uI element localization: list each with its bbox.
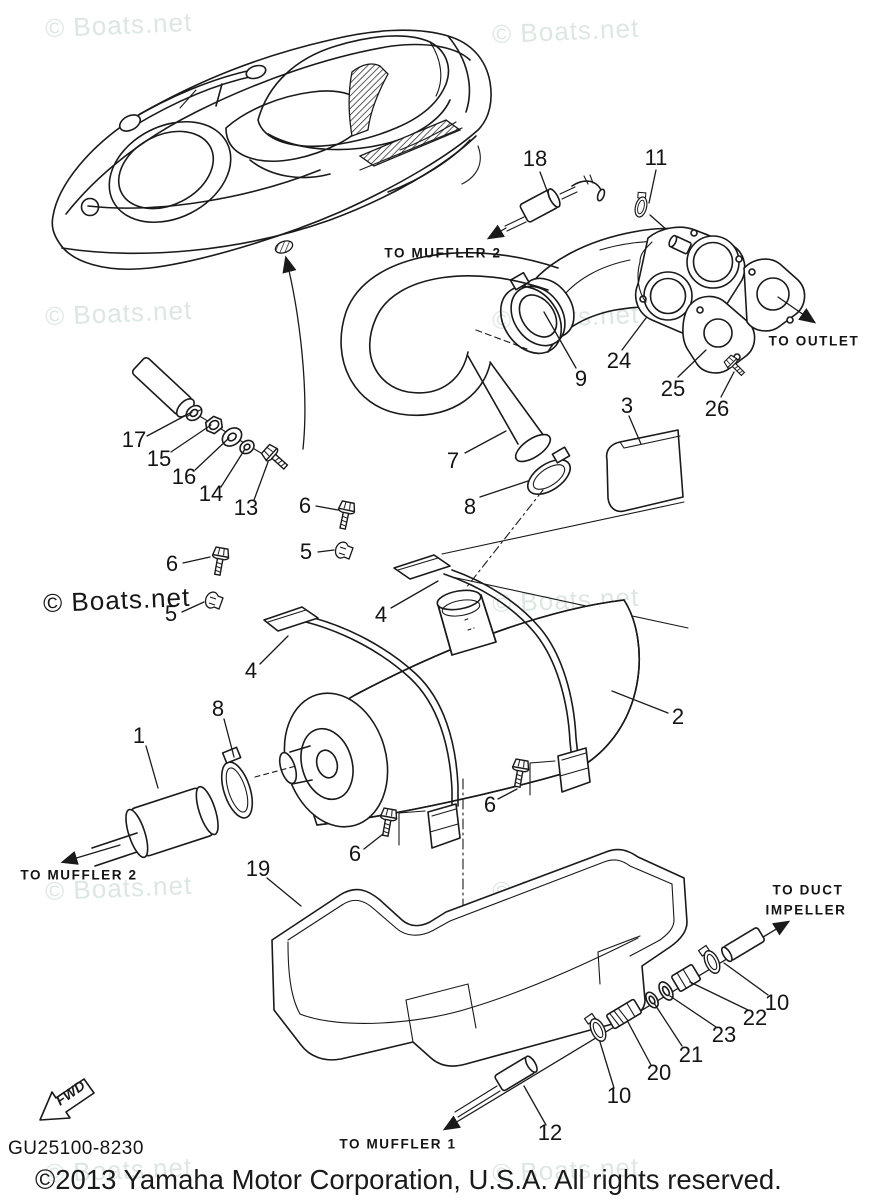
part-callout: 14 bbox=[198, 481, 224, 506]
part-callout: 15 bbox=[146, 446, 172, 471]
part-callout: 11 bbox=[644, 145, 668, 170]
direction-label-to-muffler1: TO MUFFLER 1 bbox=[339, 1136, 457, 1152]
outlet-gasket bbox=[743, 258, 806, 332]
direction-label-impeller: IMPELLER bbox=[765, 902, 847, 918]
part-callout: 3 bbox=[620, 393, 634, 418]
plate-3 bbox=[605, 429, 684, 513]
part-callout: 6 bbox=[298, 493, 312, 518]
copyright-text: ©2013 Yamaha Motor Corporation, U.S.A. A… bbox=[35, 1164, 782, 1195]
bolt-6 bbox=[208, 546, 231, 577]
bilge-hose-group bbox=[442, 920, 791, 1131]
diagram-code: GU25100-8230 bbox=[8, 1138, 144, 1159]
jetski-illustration bbox=[51, 29, 492, 450]
washer-21 bbox=[645, 991, 659, 1009]
leader-lines bbox=[145, 169, 769, 1126]
clip-5 bbox=[334, 541, 354, 560]
muffler-group bbox=[60, 499, 640, 947]
mount-hardware-group bbox=[131, 356, 292, 474]
part-callout: 6 bbox=[348, 841, 362, 866]
part-callout: 10 bbox=[606, 1083, 632, 1108]
fwd-arrow: FWD bbox=[39, 1077, 95, 1121]
hose-clamp-10 bbox=[697, 942, 724, 977]
part-callout: 5 bbox=[164, 601, 178, 626]
part-callout: 18 bbox=[522, 146, 548, 171]
part-callout: 6 bbox=[483, 792, 497, 817]
part-callout: 1 bbox=[132, 723, 146, 748]
part-callout: 23 bbox=[711, 1022, 737, 1047]
tray-19 bbox=[271, 848, 688, 1067]
hose-clamp-11 bbox=[631, 190, 651, 219]
pipe-1 bbox=[125, 785, 219, 859]
part-callout: 16 bbox=[171, 464, 197, 489]
nut-15 bbox=[204, 415, 224, 435]
handlebar bbox=[118, 64, 267, 132]
part-callout: 20 bbox=[646, 1060, 672, 1085]
part-callout: 8 bbox=[211, 696, 225, 721]
direction-label-to-duct: TO DUCT bbox=[772, 882, 844, 898]
strap-foot bbox=[557, 747, 591, 793]
lock-washer-17 bbox=[185, 404, 203, 422]
washer-23 bbox=[658, 981, 674, 1001]
bolt-6 bbox=[334, 499, 357, 531]
part-callout: 9 bbox=[574, 366, 588, 391]
breather-hose-group bbox=[486, 174, 677, 240]
manifold-nipple bbox=[668, 234, 692, 255]
fitting-20 bbox=[606, 998, 642, 1030]
direction-label-to-muffler2-bottom: TO MUFFLER 2 bbox=[20, 867, 138, 883]
part-callout: 25 bbox=[660, 376, 686, 401]
hull-fitting bbox=[274, 240, 294, 254]
part-callout: 4 bbox=[374, 602, 388, 627]
clamp-8-pipe bbox=[527, 446, 571, 496]
part-callout: 26 bbox=[704, 396, 730, 421]
seat bbox=[257, 35, 451, 151]
part-callout: 13 bbox=[233, 495, 259, 520]
seat-strap bbox=[348, 63, 389, 137]
part-callout: 4 bbox=[244, 658, 258, 683]
part-callout: 10 bbox=[764, 990, 790, 1015]
part-callout: 24 bbox=[606, 348, 632, 373]
part-callout: 2 bbox=[671, 704, 685, 729]
direction-label-to-muffler2-top: TO MUFFLER 2 bbox=[384, 245, 502, 261]
part-callout: 8 bbox=[463, 494, 477, 519]
part-callout: 21 bbox=[678, 1042, 704, 1067]
clip-5 bbox=[204, 591, 224, 610]
part-callout: 19 bbox=[245, 856, 271, 881]
sleeve-18 bbox=[519, 188, 561, 223]
exhaust-manifold-group bbox=[499, 226, 817, 379]
exhaust-pipe-group bbox=[340, 251, 689, 629]
sleeve-12 bbox=[494, 1055, 538, 1092]
deck-tread bbox=[358, 119, 462, 167]
gasket-25 bbox=[682, 295, 756, 374]
direction-label-to-outlet: TO OUTLET bbox=[768, 333, 860, 349]
hose-pipe bbox=[720, 927, 765, 963]
part-callout: 22 bbox=[742, 1005, 768, 1030]
washer-16 bbox=[221, 427, 243, 447]
part-callout: 6 bbox=[165, 551, 179, 576]
part-callout: 17 bbox=[121, 427, 147, 452]
muffler-inlet-neck bbox=[436, 589, 497, 656]
strap-foot bbox=[427, 803, 461, 849]
part-callout: 12 bbox=[537, 1120, 563, 1145]
bolt-13 bbox=[259, 442, 292, 474]
part-callout: 5 bbox=[299, 539, 313, 564]
clamp-8-inlet bbox=[220, 746, 254, 819]
part-callout: 7 bbox=[446, 448, 460, 473]
fitting-22 bbox=[671, 964, 701, 992]
